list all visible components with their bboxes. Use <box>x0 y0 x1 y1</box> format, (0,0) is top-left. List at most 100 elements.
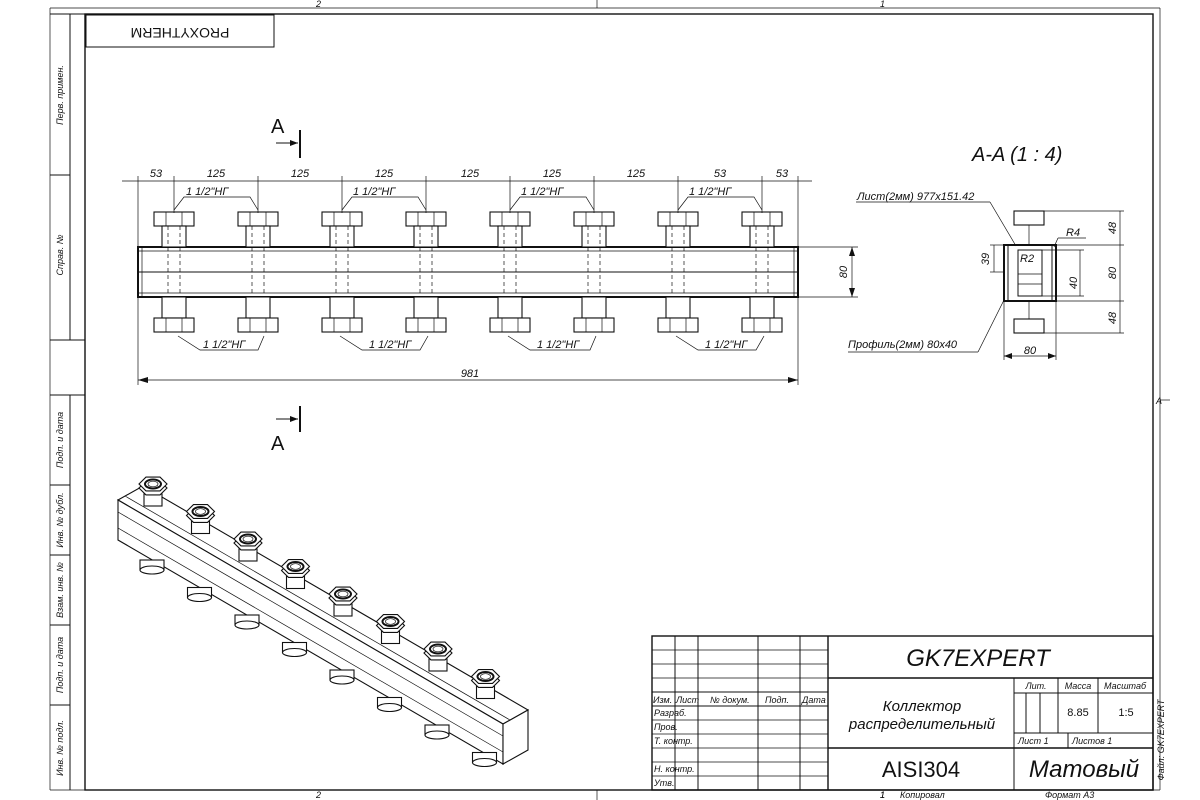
fitting-bottom <box>405 296 447 333</box>
section-title: A-A (1 : 4) <box>971 144 1062 166</box>
title-header-docnum: № докум. <box>710 695 750 705</box>
section-r2: R2 <box>1020 253 1034 265</box>
section-d40: 40 <box>1068 276 1080 289</box>
fitting-bottom <box>741 296 783 333</box>
title-material: AISI304 <box>882 757 960 782</box>
zone-bottom-left: 2 <box>315 790 321 800</box>
fitting-top <box>741 211 783 320</box>
iso-fitting-bottom <box>186 586 213 603</box>
dim-top-6: 125 <box>627 168 646 180</box>
title-block <box>651 635 1154 791</box>
iso-fitting-bottom <box>234 614 260 630</box>
fitting-bottom <box>153 296 195 333</box>
title-file-label: Файл: GK7EXPERT <box>1156 698 1166 781</box>
title-role-nkontr: Н. контр. <box>654 764 695 774</box>
iso-fitting-top <box>375 614 406 645</box>
section-d39: 39 <box>980 253 992 265</box>
dim-top-5: 125 <box>543 168 562 180</box>
iso-fitting-top <box>138 476 168 507</box>
iso-fitting-bottom <box>329 669 355 685</box>
dim-top-3: 125 <box>375 168 394 180</box>
title-sheets-label: Листов 1 <box>1071 736 1112 746</box>
thread-top-0: 1 1/2"НГ <box>186 186 229 198</box>
side-label-vzam: Взам. инв. № <box>55 562 65 618</box>
fitting-bottom <box>237 296 279 333</box>
title-role-tkontr: Т. контр. <box>654 736 693 746</box>
thread-bottom-2: 1 1/2"НГ <box>537 339 580 351</box>
thread-leaders-top <box>173 196 763 211</box>
title-role-prov: Пров. <box>654 722 678 732</box>
thread-top-1: 1 1/2"НГ <box>353 186 396 198</box>
title-header-podp: Подп. <box>765 695 789 705</box>
title-mass-value: 8.85 <box>1067 707 1088 719</box>
section-d48-bottom: 48 <box>1107 311 1119 324</box>
iso-fitting-top <box>328 586 358 617</box>
side-label-perv: Перв. примен. <box>55 65 65 125</box>
fitting-top <box>489 211 531 320</box>
zone-top-right: 1 <box>880 0 885 9</box>
title-finish: Матовый <box>1029 756 1139 783</box>
section-d80-right: 80 <box>1107 266 1119 279</box>
iso-fitting-bottom <box>139 559 165 575</box>
footer-format: Формат А3 <box>1045 790 1094 800</box>
section-letter-top: A <box>271 116 285 138</box>
iso-fitting-top <box>185 504 216 535</box>
title-header-list: Лист <box>675 695 700 705</box>
thread-top-2: 1 1/2"НГ <box>521 186 564 198</box>
dim-top-8: 53 <box>776 168 789 180</box>
fitting-bottom <box>573 296 615 333</box>
title-lit-label: Лит. <box>1024 681 1046 691</box>
isometric-view <box>116 485 530 765</box>
iso-fitting-top <box>233 531 263 562</box>
footer-copied: Копировал <box>900 790 945 800</box>
title-role-razrab: Разраб. <box>654 708 687 718</box>
iso-fitting-bottom <box>471 751 498 768</box>
title-role-utv: Утв. <box>653 778 674 788</box>
title-header-izm: Изм. <box>653 695 672 705</box>
fittings <box>153 211 783 333</box>
section-sheet-label: Лист(2мм) 977x151.42 <box>856 191 974 203</box>
title-scale-value: 1:5 <box>1118 707 1133 719</box>
fitting-bottom <box>489 296 531 333</box>
thread-top-3: 1 1/2"НГ <box>689 186 732 198</box>
fitting-bottom <box>657 296 699 333</box>
dim-overall-length: 981 <box>461 368 479 380</box>
top-dimension-chain <box>122 176 812 247</box>
side-label-podp-1: Подп. и дата <box>55 412 65 468</box>
zone-bottom-right: 1 <box>880 790 885 800</box>
side-label-sprav: Справ. № <box>55 234 65 275</box>
title-header-data: Дата <box>801 695 826 705</box>
iso-fitting-top <box>280 559 311 590</box>
zone-top-left: 2 <box>315 0 321 9</box>
thread-bottom-3: 1 1/2"НГ <box>705 339 748 351</box>
title-sheet-label: Лист 1 <box>1017 736 1049 746</box>
side-label-inv-dubl: Инв. № дубл. <box>55 492 65 547</box>
front-view <box>137 246 799 298</box>
section-profile-label: Профиль(2мм) 80x40 <box>848 339 958 351</box>
section-marker-bottom: A <box>271 406 301 455</box>
title-name-line2: распределительный <box>848 716 996 733</box>
height-dimension <box>798 246 858 298</box>
title-mass-label: Масса <box>1065 681 1092 691</box>
fitting-bottom <box>321 296 363 333</box>
title-company: GK7EXPERT <box>906 645 1052 672</box>
side-columns <box>50 13 85 790</box>
title-scale-label: Масштаб <box>1104 681 1147 691</box>
section-view <box>848 201 1124 360</box>
zone-side-label: A <box>1155 396 1162 406</box>
thread-bottom-0: 1 1/2"НГ <box>203 339 246 351</box>
dim-top-4: 125 <box>461 168 480 180</box>
dim-height: 80 <box>838 265 850 278</box>
section-marker-top: A <box>271 116 301 158</box>
section-letter-bottom: A <box>271 433 285 455</box>
side-label-podp-2: Подп. и дата <box>55 637 65 693</box>
section-d48-top: 48 <box>1107 221 1119 234</box>
iso-fitting-bottom <box>424 724 450 740</box>
dim-top-2: 125 <box>291 168 310 180</box>
iso-fitting-bottom <box>376 696 403 713</box>
dim-top-1: 125 <box>207 168 226 180</box>
brand-stamp: PROXYTHERM <box>85 14 275 48</box>
thread-bottom-1: 1 1/2"НГ <box>369 339 412 351</box>
fitting-top <box>573 211 615 320</box>
